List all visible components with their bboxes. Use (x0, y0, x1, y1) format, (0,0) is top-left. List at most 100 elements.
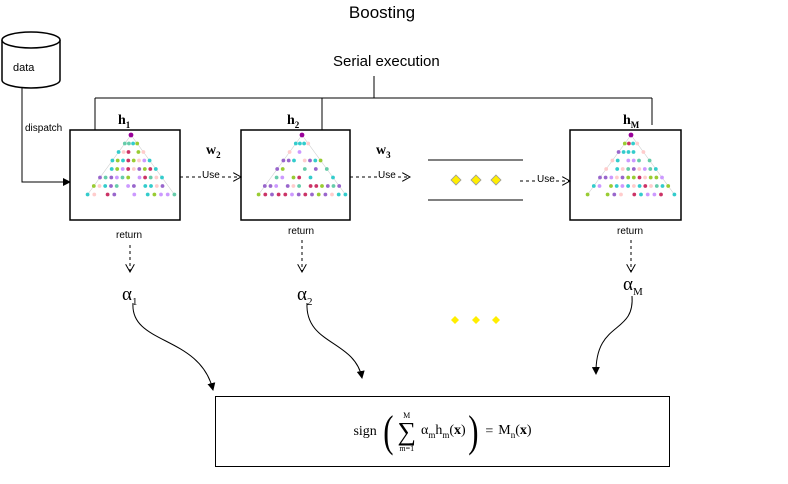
tree-node (598, 175, 602, 180)
tree-node (632, 192, 637, 197)
weight-label-w3: w3 (376, 143, 391, 160)
alpha-label-2: α2 (297, 284, 313, 308)
tree-node (268, 184, 273, 188)
return-label-3: return (617, 226, 644, 237)
dispatch-label: dispatch (25, 123, 63, 134)
sum-lower-limit: m=1 (399, 443, 415, 453)
tree-node (614, 184, 619, 188)
tree-node (91, 184, 96, 188)
tree-node (145, 192, 150, 197)
tree-node (114, 184, 119, 188)
tree-node (298, 141, 302, 146)
tree-node (152, 192, 157, 197)
tree-node (126, 150, 131, 154)
tree-node (292, 158, 296, 163)
learner-label-h2: h2 (287, 113, 300, 130)
learner-label-hM: hM (623, 113, 640, 130)
dispatch-connector (21, 88, 71, 186)
tree-node (666, 184, 671, 188)
tree-node (291, 175, 296, 180)
tree-node (648, 167, 653, 171)
tree-node (290, 192, 294, 197)
tree-node (147, 158, 152, 163)
database-label: data (13, 62, 35, 74)
tree-node (660, 184, 665, 188)
tree-node (302, 158, 307, 163)
formula-left-paren: ( (382, 406, 394, 456)
tree-node (110, 158, 115, 163)
tree-node (637, 167, 642, 171)
tree-node (132, 192, 137, 197)
tree-node (609, 175, 614, 180)
tree-node (626, 167, 631, 171)
tree-node (115, 158, 120, 163)
tree-node (280, 167, 285, 171)
ellipsis-diamonds-lower (451, 316, 500, 324)
tree-node (615, 158, 620, 163)
sum-upper-limit: M (403, 410, 411, 420)
tree-node (85, 192, 90, 197)
tree-node (154, 184, 159, 188)
serial-bracket (94, 76, 653, 130)
tree-node (628, 132, 634, 138)
tree-node (316, 192, 321, 197)
tree-node (648, 175, 653, 180)
formula-right-paren: ) (467, 406, 479, 456)
tree-node (643, 184, 648, 188)
tree-node (631, 141, 635, 146)
tree-node (109, 167, 114, 171)
tree-node (302, 141, 306, 146)
tree-node (631, 167, 636, 171)
tree-node (109, 175, 114, 180)
tree-node (308, 158, 312, 163)
tree-node (141, 150, 146, 154)
tree-node (302, 167, 307, 171)
weight-label-w2: w2 (206, 143, 221, 160)
tree-node (303, 192, 308, 197)
tree-node (92, 192, 97, 197)
tree-node (672, 192, 677, 197)
tree-node (131, 141, 136, 146)
tree-node (631, 158, 636, 163)
tree-node (639, 192, 643, 197)
tree-node (631, 150, 636, 154)
tree-node (609, 184, 613, 188)
tree-node (635, 141, 640, 146)
formula-term: αmhm(x) (420, 423, 466, 440)
tree-node (297, 184, 301, 188)
tree-node (263, 192, 268, 197)
tree-node (160, 175, 164, 180)
tree-node (143, 175, 148, 180)
tree-node (115, 167, 120, 171)
tree-node (126, 184, 130, 188)
tree-node (296, 192, 301, 197)
tree-node (160, 184, 165, 188)
tree-node (135, 141, 140, 146)
tree-node (128, 132, 134, 138)
tree-node (148, 175, 153, 180)
formula-summation: M ∑ m=1 (397, 411, 416, 453)
tree-node (615, 167, 620, 171)
tree-node (631, 175, 636, 180)
tree-node (137, 158, 141, 163)
tree-node (121, 150, 126, 154)
tree-node (98, 175, 102, 180)
formula-sign: sign (353, 423, 377, 439)
tree-node (115, 175, 119, 180)
tree-node (274, 184, 279, 188)
tree-node (604, 167, 609, 171)
tree-node (126, 158, 131, 163)
tree-node (612, 192, 617, 197)
database-cylinder (1, 31, 61, 89)
tree-node (132, 184, 136, 188)
tree-node (337, 184, 342, 188)
tree-node (659, 192, 663, 197)
tree-node (620, 184, 625, 188)
tree-node (287, 150, 292, 154)
tree-node (299, 132, 305, 138)
tree-node (310, 192, 314, 197)
tree-node (318, 158, 323, 163)
formula-result: Mn(x) (498, 423, 532, 440)
alpha-label-1: α1 (122, 284, 138, 308)
learner-box-h2 (240, 129, 351, 221)
